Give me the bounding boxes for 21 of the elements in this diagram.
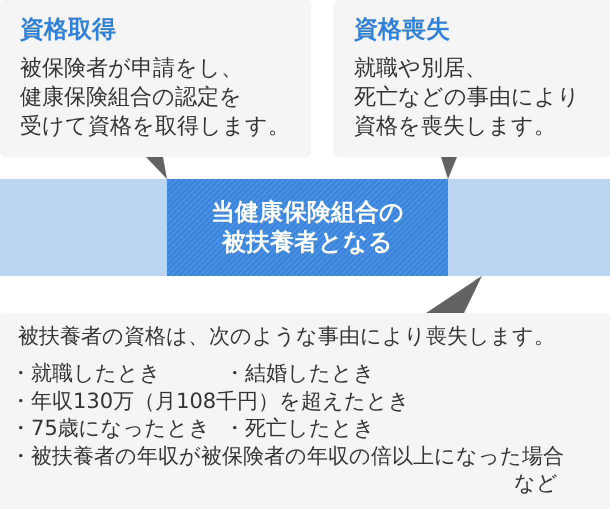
bubble-pointer [441,157,457,179]
speech-bubble [334,0,610,157]
panel-text: 当健康保険組合の被扶養者となる [210,197,405,257]
bubble-text: 被保険者が申請をし、健康保険組合の認定を受けて資格を取得します。 [20,55,291,141]
list-item: ・就職したとき [10,360,162,387]
timeline-band [0,179,610,276]
bubble-pointer [426,276,482,313]
highlight-panel [167,179,448,276]
list-item: ・75歳になったとき [10,415,212,442]
list-note: など [514,470,558,497]
list-item: ・年収130万（月108千円）を超えたとき [10,388,412,414]
bubble-pointer [146,157,167,179]
list-item: ・結婚したとき [224,360,376,387]
bubble-title: 資格喪失 [354,14,451,44]
speech-bubble [0,0,311,157]
list-item: ・被扶養者の年収が被保険者の年収の倍以上になった場合 [10,442,565,470]
bubble-text: 就職や別居、死亡などの事由により資格を喪失します。 [354,55,581,141]
bubble-title: 資格取得 [20,14,117,44]
intro-text: 被扶養者の資格は、次のような事由により喪失します。 [18,323,556,350]
list-item: ・死亡したとき [224,415,376,442]
speech-bubble [0,313,610,509]
